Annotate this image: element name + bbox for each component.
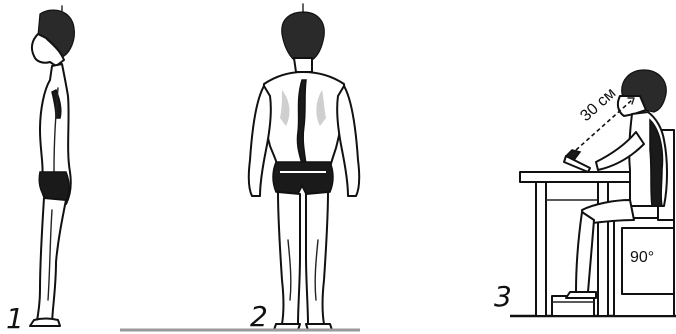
figure-1-label: 1 xyxy=(6,302,24,334)
figure-back-view: 2 xyxy=(120,4,360,333)
angle-label: 90° xyxy=(630,249,654,266)
figure-seated-at-desk: 90° 30 см 3 xyxy=(494,70,676,316)
figure-3-label: 3 xyxy=(494,280,512,313)
figure-side-view: 1 xyxy=(6,6,74,334)
distance-label: 30 см xyxy=(577,85,619,125)
figure-2-label: 2 xyxy=(250,300,268,333)
